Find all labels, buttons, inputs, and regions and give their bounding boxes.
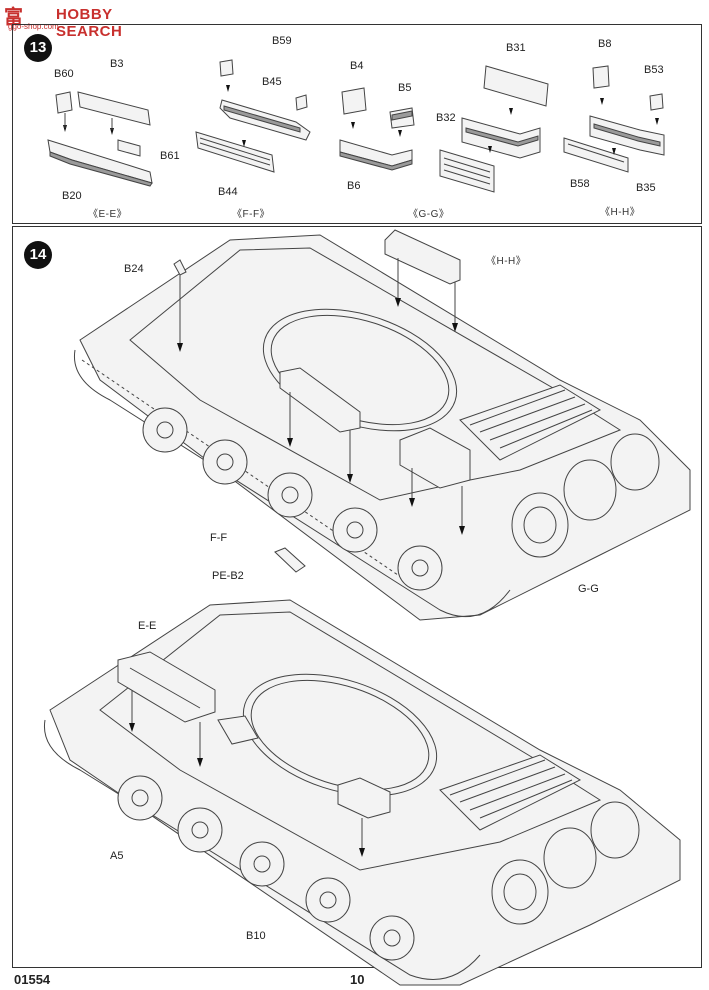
part-label: B35 (636, 182, 656, 194)
part-label: B5 (398, 82, 412, 94)
part-label: B6 (347, 180, 361, 192)
part-label: B58 (570, 178, 590, 190)
b31-subassembly (439, 65, 549, 193)
upper-tank-hull (73, 229, 691, 621)
part-label: B45 (262, 76, 282, 88)
part-label: B20 (62, 190, 82, 202)
page-number: 10 (350, 972, 365, 987)
e-e-subassembly (47, 91, 153, 187)
part-label: B3 (110, 58, 124, 70)
product-code: 01554 (14, 972, 51, 987)
subassembly-code: 《H-H》 (600, 207, 641, 218)
subassembly-label: E-E (138, 620, 157, 632)
step-13-frame (12, 24, 702, 224)
f-f-subassembly (195, 59, 311, 173)
subassembly-label: F-F (210, 532, 228, 544)
part-label: B32 (436, 112, 456, 124)
watermark-brand: HOBBY SEARCH (56, 6, 123, 40)
part-label: B53 (644, 64, 664, 76)
part-label: B4 (350, 60, 364, 72)
subassembly-code: 《F-F》 (232, 209, 271, 220)
part-label: A5 (110, 850, 124, 862)
part-label: B61 (160, 150, 180, 162)
lower-tank-hull (43, 599, 681, 986)
watermark: 富 HOBBY SEARCH ggo-shop.com (4, 2, 174, 40)
part-label: B44 (218, 186, 238, 198)
watermark-logo: 富 (4, 6, 25, 28)
step-14-number: 14 (24, 241, 52, 269)
g-g-subassembly (339, 87, 415, 171)
part-label: B24 (124, 263, 144, 275)
subassembly-code: 《G-G》 (408, 209, 450, 220)
part-label: B60 (54, 68, 74, 80)
subassembly-code: 《H-H》 (486, 256, 527, 267)
subassembly-label: G-G (578, 583, 599, 595)
watermark-url: ggo-shop.com (8, 22, 59, 31)
part-label: PE-B2 (212, 570, 244, 582)
part-label: B59 (272, 35, 292, 47)
step-13-number: 13 (24, 34, 52, 62)
h-h-subassembly (563, 65, 665, 173)
part-label: B31 (506, 42, 526, 54)
part-label: B8 (598, 38, 612, 50)
subassembly-code: 《E-E》 (88, 209, 128, 220)
part-label: B10 (246, 930, 266, 942)
step-14-frame (12, 226, 702, 968)
